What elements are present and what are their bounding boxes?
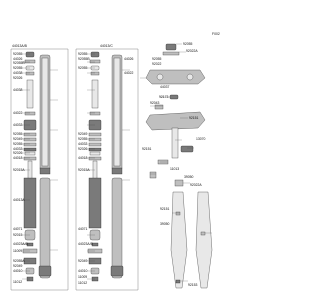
label-r2: 92055B: [78, 57, 90, 61]
label-r8: 44033: [78, 142, 88, 146]
label-main-right: 44013/C: [100, 44, 113, 48]
label-r16: 11009: [78, 275, 87, 279]
label-t11: 11013: [170, 167, 179, 171]
label-l6: 92026: [13, 76, 23, 80]
label-t7: 92043: [150, 101, 160, 105]
fork-guards: [170, 191, 213, 289]
label-l12: 92055: [13, 142, 23, 146]
label-l15: 44018: [13, 156, 23, 160]
label-t1: 92055: [183, 42, 193, 46]
label-l18: 44071: [13, 227, 23, 231]
label-t13: 92022A: [190, 183, 202, 187]
label-l9: 44033: [13, 123, 23, 127]
label-l17: 44013A: [13, 198, 25, 202]
label-r1: 92055: [78, 52, 88, 56]
right-fork-parts: [87, 51, 103, 282]
left-fork-frame: [10, 48, 69, 291]
leader-lines: [22, 43, 212, 282]
label-l8: 44022: [13, 111, 23, 115]
label-r12: 44071: [78, 227, 88, 231]
right-outer-tube: [110, 54, 124, 279]
label-r6: 92049: [78, 132, 88, 136]
label-r15: 44010: [78, 269, 88, 273]
label-l20: 44023A/B: [13, 242, 29, 246]
label-l5: 44038: [13, 71, 23, 75]
label-r17: 11012: [78, 281, 87, 285]
label-t2: 92022A: [186, 49, 198, 53]
label-r13: 44023A/B: [78, 242, 94, 246]
label-l22: 92055A: [13, 259, 25, 263]
label-main-left: 44013A/B: [12, 44, 28, 48]
label-l24: 44010: [13, 269, 23, 273]
label-l3: 92055B: [13, 61, 25, 65]
label-t12: 39050: [184, 175, 194, 179]
label-t8: 92151: [189, 116, 199, 120]
parts-diagram: 44013A/B 44013/C F002 92055 44026 92055B…: [10, 32, 220, 291]
label-l4: 92055: [13, 66, 23, 70]
label-l14: 92026: [13, 151, 23, 155]
label-r14: 92049: [78, 259, 88, 263]
left-outer-tube: [38, 54, 52, 279]
label-t3: 92055: [152, 57, 162, 61]
label-l7: 44038: [13, 88, 23, 92]
label-r5: 44022: [124, 71, 134, 75]
label-r10: 44018: [78, 156, 88, 160]
part-labels: 44013A/B 44013/C F002 92055 44026 92055B…: [12, 32, 220, 287]
label-t16: 92153: [188, 283, 198, 287]
label-top-right: F002: [212, 32, 220, 36]
label-t14: 92151: [160, 207, 170, 211]
label-t5: 44037: [160, 85, 170, 89]
label-t6: 92173: [159, 95, 169, 99]
label-r9: 92026: [78, 147, 88, 151]
label-t4: 92022: [152, 62, 162, 66]
label-l11: 92049: [13, 137, 23, 141]
label-t10: 92151: [142, 147, 152, 151]
left-fork-parts: [22, 51, 38, 282]
label-l21: 11009: [13, 249, 22, 253]
label-l10: 92055: [13, 132, 23, 136]
label-r11: 92015A: [78, 168, 90, 172]
label-r3: 44026: [124, 57, 134, 61]
steering-stem-assembly: [145, 43, 206, 187]
label-t9: 13070: [196, 137, 206, 141]
label-t15: 39050: [160, 222, 170, 226]
right-fork-frame: [75, 48, 139, 291]
label-l23: 92049: [13, 264, 23, 268]
label-r7: 92055: [78, 137, 88, 141]
label-l16: 92015A: [13, 168, 25, 172]
label-l13: 44033: [13, 147, 23, 151]
label-l2: 44026: [13, 57, 23, 61]
label-l19: 92015: [13, 233, 23, 237]
label-l25: 11012: [13, 280, 22, 284]
diagram-svg: 44013A/B 44013/C F002 92055 44026 92055B…: [10, 32, 220, 291]
label-l1: 92055: [13, 52, 23, 56]
label-r4: 92055: [78, 66, 88, 70]
